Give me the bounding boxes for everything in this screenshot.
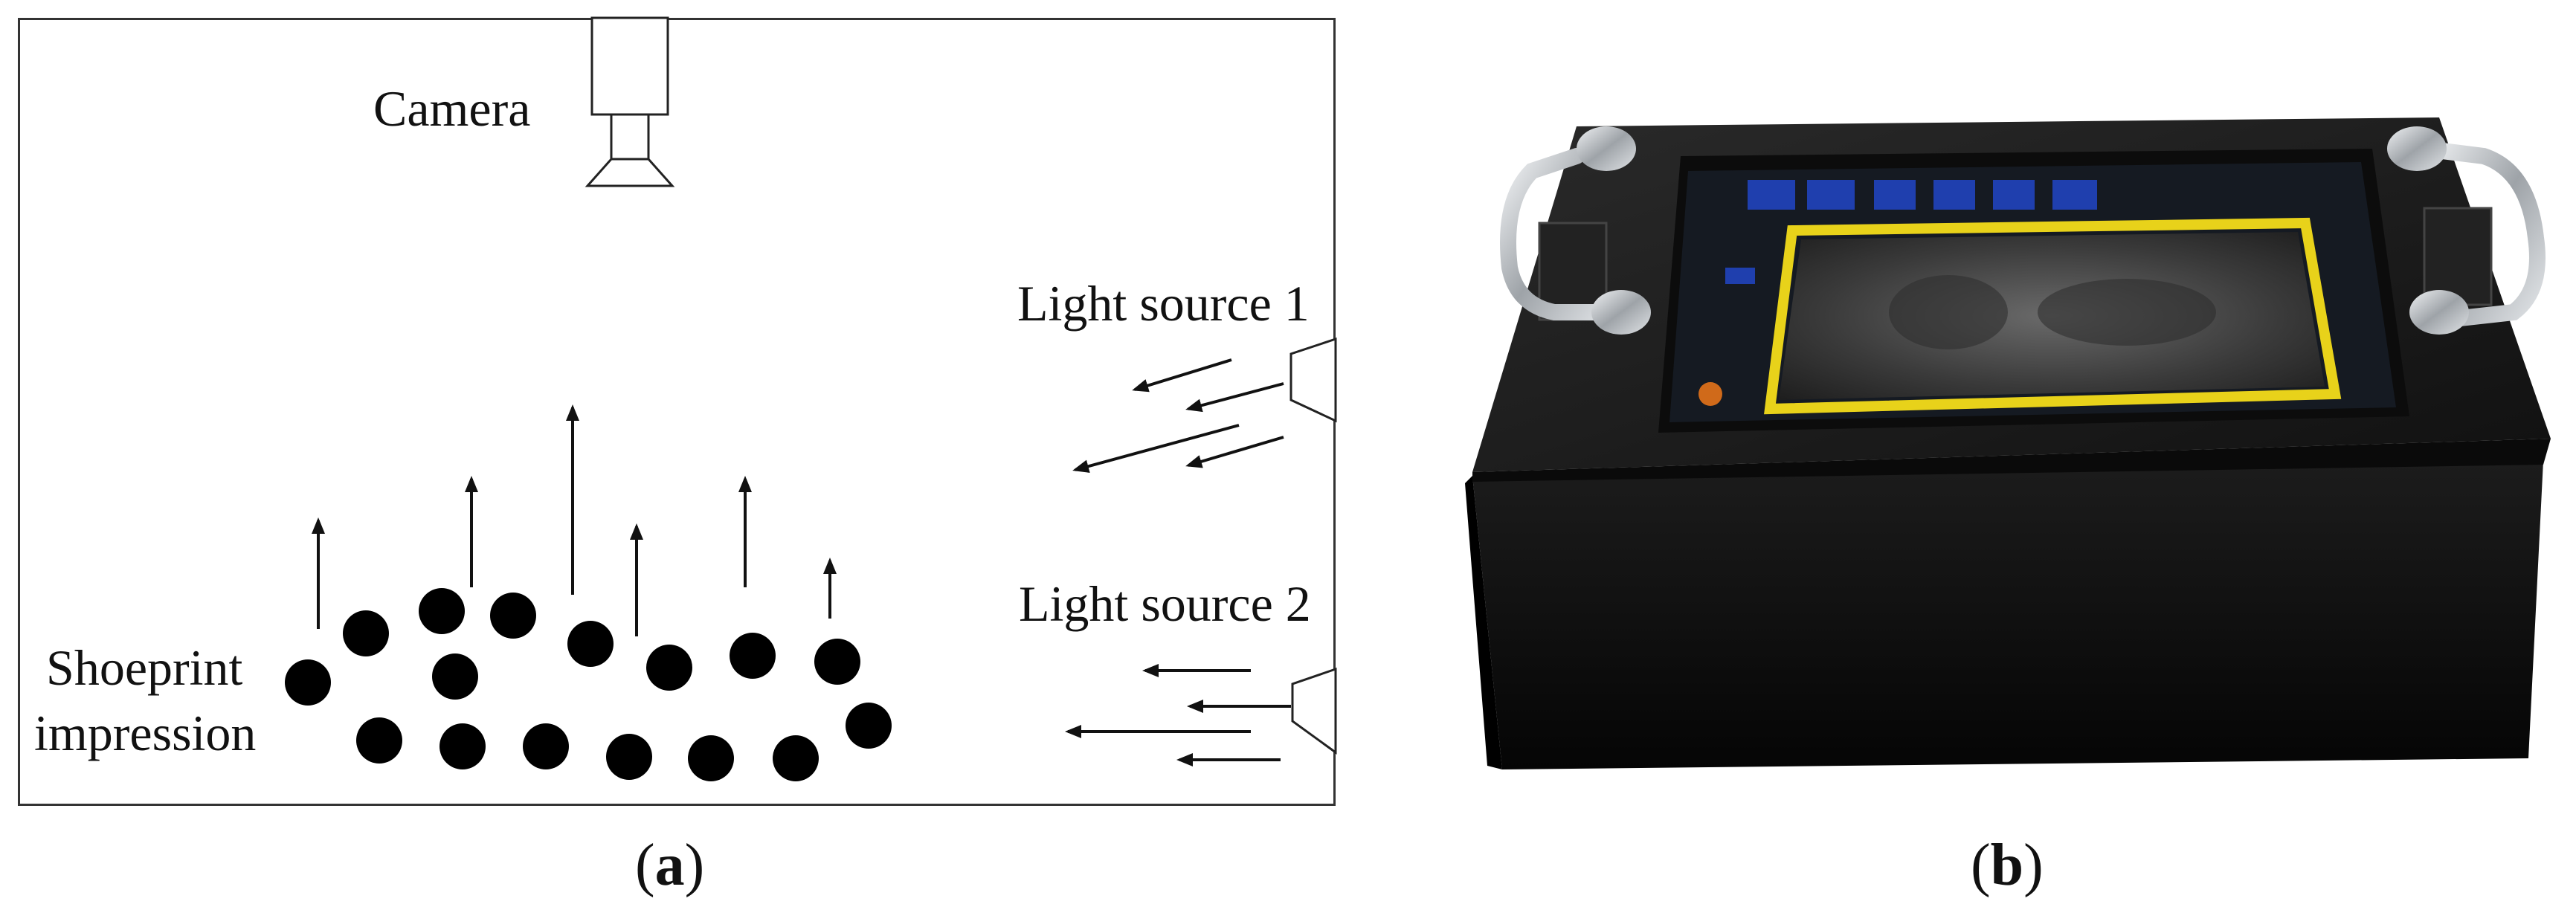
shoeprint-label-line1: Shoeprint xyxy=(46,639,243,696)
device-photo xyxy=(1465,117,2551,769)
caption-b-close: ) xyxy=(2023,833,2044,898)
right-handle-mounts xyxy=(2387,126,2469,335)
light-source-1-label: Light source 1 xyxy=(1017,275,1310,332)
caption-a: (a) xyxy=(635,836,704,895)
caption-b: (b) xyxy=(1971,836,2044,895)
shoeprint-label-line2: impression xyxy=(34,705,257,761)
caption-a-open: ( xyxy=(635,833,655,898)
light-source-1-lamp-icon xyxy=(1289,337,1337,423)
right-handle-icon xyxy=(2416,141,2546,328)
device-body xyxy=(1465,461,2543,769)
caption-a-letter: a xyxy=(654,833,685,898)
touch-screen xyxy=(1658,149,2409,433)
left-handle-mounts xyxy=(1577,126,1651,335)
light-source-2-lamp-icon xyxy=(1291,667,1337,755)
light-rays-source-1 xyxy=(1072,358,1284,473)
caption-b-letter: b xyxy=(1990,833,2024,898)
caption-b-open: ( xyxy=(1971,833,1991,898)
camera-icon xyxy=(585,16,675,187)
caption-a-close: ) xyxy=(684,833,705,898)
shoeprint-particles xyxy=(285,588,892,781)
light-rays-source-2 xyxy=(1065,664,1291,766)
light-source-2-label: Light source 2 xyxy=(1019,575,1311,632)
reflection-arrows xyxy=(312,404,837,636)
camera-label: Camera xyxy=(373,80,531,137)
left-handle-icon xyxy=(1500,148,1622,320)
screen-toolbar-buttons xyxy=(1748,180,2097,210)
